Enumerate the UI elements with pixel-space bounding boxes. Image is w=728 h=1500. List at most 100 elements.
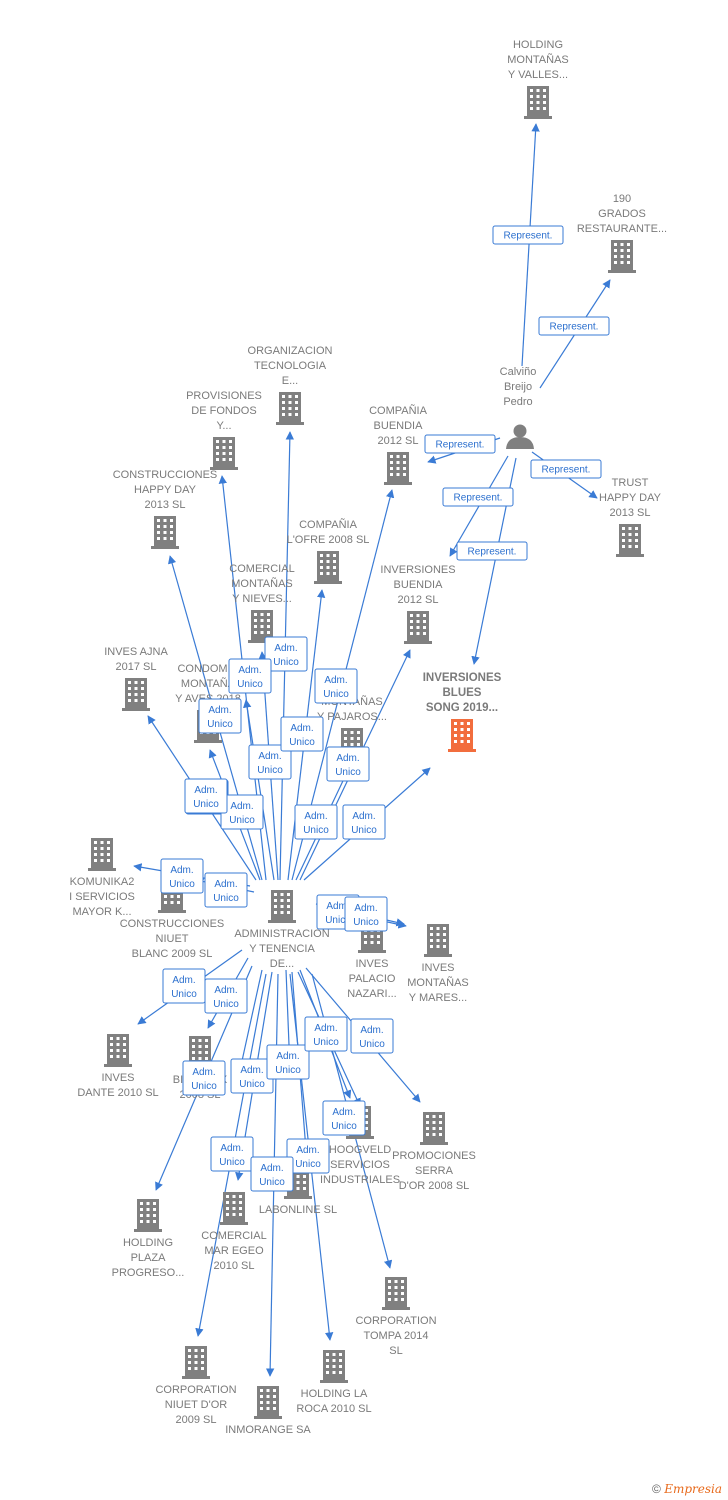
represent-text: Represent. [454, 493, 503, 504]
node-label-line: PALACIO [349, 973, 396, 985]
company-node[interactable]: COMPAÑIA L'OFRE 2008 SL [287, 518, 370, 584]
building-icon [448, 719, 476, 752]
represent-text: Represent. [504, 231, 553, 242]
node-label-line: 2013 SL [145, 499, 186, 511]
node-label-line: CORPORATION [355, 1315, 436, 1327]
footer: © Empresia [652, 1482, 722, 1496]
adm-unico-text: Adm. [220, 1143, 243, 1154]
adm-unico-text: Unico [169, 879, 195, 890]
brand-logo[interactable]: Empresia [664, 1482, 722, 1496]
adm-unico-edge-label: Adm.Unico [204, 978, 248, 1014]
adm-unico-text: Unico [237, 679, 263, 690]
node-label-line: MONTAÑAS [507, 53, 569, 66]
node-label-line: PROGRESO... [112, 1267, 185, 1279]
company-node[interactable]: ORGANIZACIONTECNOLOGIAE... [248, 345, 333, 425]
company-node[interactable]: HOLDINGPLAZAPROGRESO... [112, 1199, 185, 1279]
company-node[interactable]: LABONLINE SL [259, 1166, 337, 1216]
adm-unico-text: Unico [213, 999, 239, 1010]
adm-unico-text: Adm. [214, 879, 237, 890]
adm-unico-edge-label: Adm.Unico [266, 1044, 310, 1080]
company-node[interactable]: INMORANGE SA [225, 1386, 311, 1436]
adm-unico-text: Adm. [360, 1025, 383, 1036]
node-label-line: 2009 SL [176, 1414, 217, 1426]
represent-edge-label: Represent. [492, 225, 564, 245]
node-label-line: COMPAÑIA [299, 518, 358, 531]
node-label-line: INVES [101, 1072, 134, 1084]
adm-unico-text: Unico [325, 915, 351, 926]
company-node[interactable]: INVESPALACIONAZARI... [347, 920, 397, 1000]
building-icon [616, 524, 644, 557]
node-label-line: Y... [216, 420, 231, 432]
represent-edge-label: Represent. [424, 434, 496, 454]
edge-label-layer: Represent. Represent. Represent. Represent.… [160, 225, 610, 1192]
company-node[interactable]: HOLDING LA ROCA 2010 SL [296, 1350, 372, 1415]
adm-unico-edge-label: Adm.Unico [228, 658, 272, 694]
represent-edge-label: Represent. [530, 459, 602, 479]
node-label-line: KOMUNIKA2 [70, 876, 135, 888]
building-icon [104, 1034, 132, 1067]
adm-unico-edge-label: Adm. Unico [342, 804, 386, 840]
node-label-line: TOMPA 2014 [363, 1330, 428, 1342]
adm-unico-text: Unico [303, 825, 329, 836]
adm-unico-text: Unico [313, 1037, 339, 1048]
adm-unico-edge-label: Adm.Unico [250, 1156, 294, 1192]
node-label-line: MONTAÑA [181, 677, 236, 690]
building-icon [420, 1112, 448, 1145]
node-label-line: BLUES [443, 687, 482, 699]
adm-unico-text: Unico [351, 825, 377, 836]
represent-text: Represent. [550, 322, 599, 333]
node-label-line: CONSTRUCCIONES [113, 469, 218, 481]
adm-unico-text: Adm. [258, 751, 281, 762]
edge-line [243, 699, 275, 881]
node-label-line: COMPAÑIA [369, 404, 428, 417]
adm-unico-edge-label: Adm.Unico [280, 716, 324, 752]
company-node[interactable]: 190GRADOSRESTAURANTE... [577, 193, 667, 273]
node-label-line: COMERCIAL [201, 1230, 266, 1242]
edge-line [237, 969, 263, 1071]
adm-unico-edge-label: Adm.Unico [210, 1136, 254, 1172]
building-icon [608, 240, 636, 273]
node-label-line: Y PAJAROS... [317, 711, 387, 723]
node-label-line: ADMINISTRACION [234, 928, 329, 940]
node-label-line: NIUET D'OR [165, 1399, 227, 1411]
node-label-line: Calviño [500, 366, 537, 378]
adm-unico-text: Unico [239, 1079, 265, 1090]
adm-unico-text: Adm. [172, 975, 195, 986]
node-label-line: L'OFRE 2008 SL [287, 534, 370, 546]
node-label-line: MAR EGEO [204, 1245, 264, 1257]
adm-unico-text: Adm. [194, 785, 217, 796]
represent-text: Represent. [542, 465, 591, 476]
node-label-line: HOLDING LA [301, 1388, 368, 1400]
adm-unico-text: Adm. [354, 903, 377, 914]
adm-unico-text: Adm. [352, 811, 375, 822]
adm-unico-text: Adm. [240, 1065, 263, 1076]
node-label-line: I SERVICIOS [69, 891, 135, 903]
node-label-line: ROCA 2010 SL [296, 1403, 371, 1415]
adm-unico-edge-label: Adm.Unico [344, 896, 388, 932]
represent-text: Represent. [436, 440, 485, 451]
adm-unico-text: Unico [207, 719, 233, 730]
node-label-line: PROVISIONES [186, 390, 262, 402]
node-label-line: 2012 SL [378, 435, 419, 447]
building-icon [276, 392, 304, 425]
